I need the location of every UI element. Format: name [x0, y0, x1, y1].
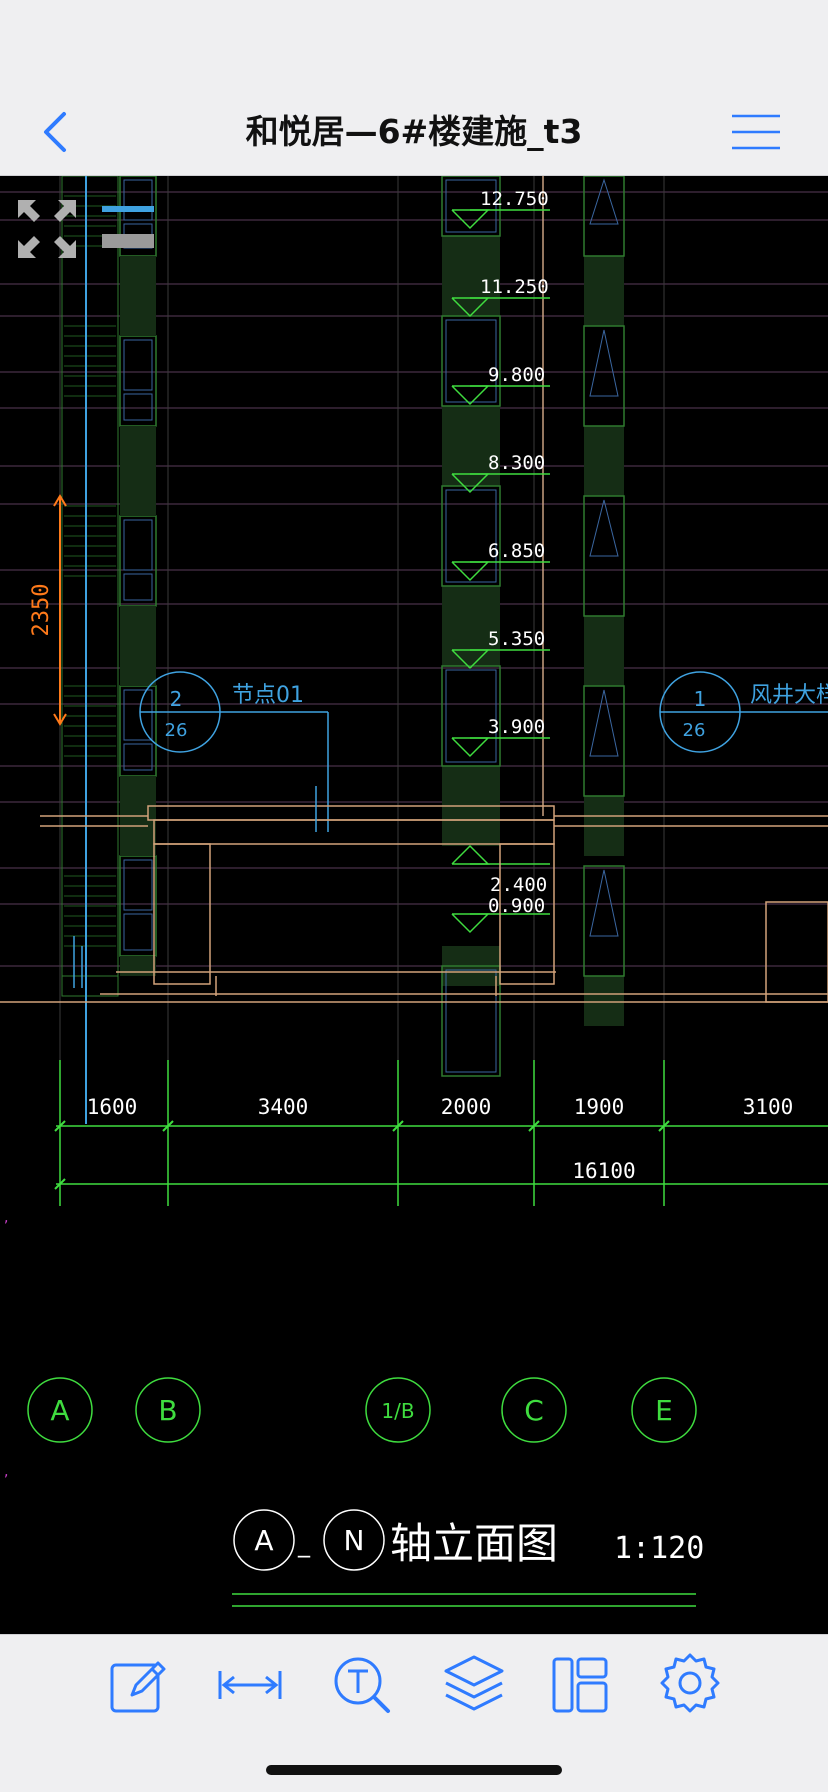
view-end-axis: N — [344, 1524, 365, 1557]
elevation-label: 2.400 — [490, 874, 547, 896]
axis-label: E — [655, 1394, 673, 1427]
back-button[interactable] — [36, 104, 76, 160]
markup-tool-button[interactable] — [102, 1649, 174, 1721]
settings-button[interactable] — [654, 1649, 726, 1721]
hamburger-menu-icon — [732, 114, 780, 150]
detail-callout-left[interactable]: 2 26 节点01 — [139, 671, 329, 832]
ruler-arrows-icon — [218, 1671, 282, 1699]
axis-label: A — [50, 1394, 69, 1427]
dimension-2350: 2350 — [29, 584, 54, 637]
navigation-bar: 和悦居—6#楼建施_t3 — [0, 0, 828, 176]
menu-button[interactable] — [728, 110, 784, 154]
callout-number: 2 — [170, 687, 183, 711]
svg-text:,: , — [4, 1464, 8, 1480]
page-title: 和悦居—6#楼建施_t3 — [245, 112, 583, 151]
detail-callout-right[interactable]: 1 26 风井大样 — [659, 671, 828, 753]
dimension-label: 1900 — [574, 1095, 625, 1119]
callout-label: 风井大样 — [750, 683, 828, 708]
line-weight-icon — [102, 206, 154, 248]
bottom-toolbar — [0, 1634, 828, 1792]
svg-text:,: , — [4, 1210, 8, 1226]
callout-number: 1 — [694, 687, 707, 711]
elevation-label: 0.900 — [488, 895, 545, 917]
dimension-total: 16100 — [572, 1159, 635, 1183]
view-scale: 1:120 — [614, 1531, 704, 1566]
axis-label: B — [158, 1394, 177, 1427]
view-dash: _ — [297, 1530, 311, 1558]
chevron-left-icon — [44, 112, 66, 152]
dimension-label: 2000 — [441, 1095, 492, 1119]
callout-sheet: 26 — [165, 720, 188, 741]
home-indicator[interactable] — [266, 1765, 562, 1775]
layers-button[interactable] — [438, 1649, 510, 1721]
text-search-icon — [334, 1657, 390, 1713]
elevation-label: 6.850 — [488, 540, 545, 562]
axis-label: 1/B — [381, 1399, 414, 1423]
view-start-axis: A — [254, 1524, 273, 1557]
dimension-label: 3400 — [258, 1095, 309, 1119]
elevation-label: 8.300 — [488, 452, 545, 474]
elevation-label: 5.350 — [488, 628, 545, 650]
elevation-label: 3.900 — [488, 716, 545, 738]
callout-sheet: 26 — [683, 720, 706, 741]
elevation-label: 12.750 — [480, 188, 549, 210]
view-label: 轴立面图 — [390, 1519, 558, 1568]
layout-button[interactable] — [544, 1649, 616, 1721]
view-title-block: A _ N 轴立面图 1:120 — [232, 1509, 704, 1607]
axis-label: C — [524, 1394, 544, 1427]
layers-icon — [444, 1655, 504, 1711]
layer-toggle-button[interactable] — [100, 204, 156, 250]
callout-label: 节点01 — [232, 683, 304, 708]
text-search-button[interactable] — [326, 1649, 398, 1721]
cad-drawing[interactable]: 2350 — [0, 176, 828, 1634]
layout-icon — [552, 1657, 608, 1713]
expand-arrows-icon — [18, 200, 76, 258]
dimension-label: 1600 — [87, 1095, 138, 1119]
elevation-label: 11.250 — [480, 276, 549, 298]
gear-icon — [660, 1653, 720, 1713]
drawing-canvas[interactable]: 2350 — [0, 176, 828, 1634]
fullscreen-toggle-button[interactable] — [14, 196, 80, 262]
elevation-label: 9.800 — [488, 364, 545, 386]
measure-tool-button[interactable] — [214, 1649, 286, 1721]
dimension-label: 3100 — [743, 1095, 794, 1119]
pencil-square-icon — [110, 1661, 166, 1713]
